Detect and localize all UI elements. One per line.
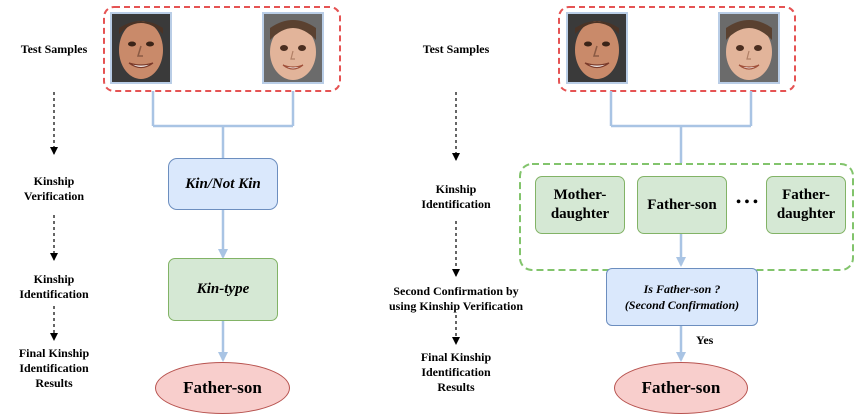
- left-bracket: [151, 91, 295, 158]
- left-son-face-image: [262, 12, 324, 84]
- right-node-father-son: Father-son: [637, 176, 727, 234]
- right-son-face-image: [718, 12, 780, 84]
- right-label-test-samples: Test Samples: [422, 42, 490, 56]
- left-node-kin-not-kin: Kin/Not Kin: [168, 158, 278, 210]
- right-node-ellipsis: • • •: [736, 195, 758, 210]
- right-bracket: [609, 91, 753, 163]
- left-samples-frame: [103, 6, 341, 92]
- right-label-kinship-identification: Kinship Identification: [421, 182, 491, 211]
- right-label-final-results: Final Kinship Identification Results: [420, 350, 492, 394]
- right-label-second-confirmation: Second Confirmation by using Kinship Ver…: [388, 284, 524, 313]
- right-node-result-father-son: Father-son: [614, 362, 748, 414]
- right-node-mother-daughter: Mother- daughter: [535, 176, 625, 234]
- left-label-final-results: Final Kinship Identification Results: [18, 346, 90, 390]
- left-label-kinship-verification: Kinship Verification: [23, 174, 85, 203]
- left-label-test-samples: Test Samples: [20, 42, 88, 56]
- right-candidates-frame: [519, 163, 854, 271]
- left-node-result-father-son: Father-son: [155, 362, 290, 414]
- right-samples-frame: [558, 6, 796, 92]
- right-node-second-confirmation: Is Father-son ? (Second Confirmation): [606, 268, 758, 326]
- left-label-kinship-identification: Kinship Identification: [19, 272, 89, 301]
- right-label-yes: Yes: [696, 333, 714, 347]
- left-node-kin-type: Kin-type: [168, 258, 278, 321]
- right-father-face-image: [566, 12, 628, 84]
- left-father-face-image: [110, 12, 172, 84]
- right-node-father-daughter: Father- daughter: [766, 176, 846, 234]
